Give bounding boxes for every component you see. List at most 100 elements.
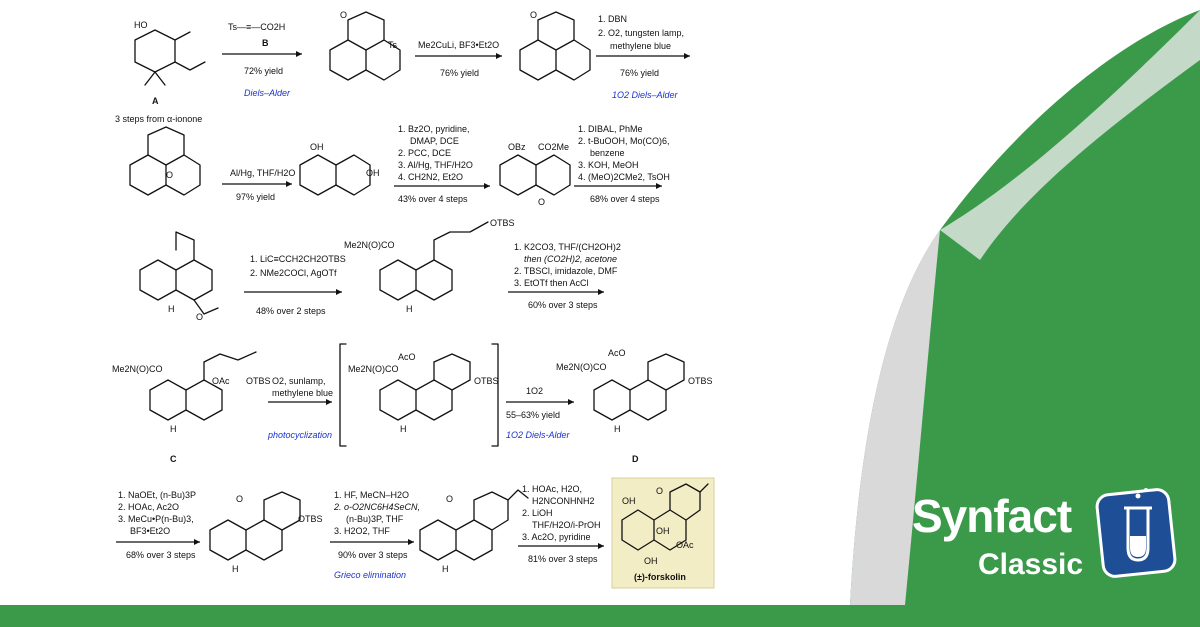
reagent-line: 1O2 [526,386,543,396]
label-oh: OH [366,168,380,178]
reagent-line: 1. LiC≡CCH2CH2OTBS [250,254,346,264]
arrow-head [484,183,490,189]
reagent-line: methylene blue [610,41,671,51]
reagent-line: 2. o-O2NC6H4SeCN, [333,502,420,512]
label-oh: OH [622,496,636,506]
step-1-3: 1. DBN 2. O2, tungsten lamp, methylene b… [596,14,690,100]
label-otbs: OTBS [298,514,323,524]
label-oh: OH [656,526,670,536]
label-aco: AcO [608,348,626,358]
yield: 55–63% yield [506,410,560,420]
label-oac: OAc [212,376,230,386]
step-4-1: O2, sunlamp, methylene blue photocycliza… [267,376,333,440]
reagent-line: B [262,38,269,48]
reagent-line: THF/H2O/i-PrOH [532,520,601,530]
yield: 81% over 3 steps [528,554,598,564]
step-1-1: Ts—≡—CO2H B 72% yield Diels–Alder [222,22,302,98]
compound-lactone-methyl: O [519,10,591,81]
label-h: H [170,424,177,434]
step-3-1: 1. LiC≡CCH2CH2OTBS 2. NMe2COCl, AgOTf 48… [244,254,346,316]
compound-endoperoxide: O [129,126,201,196]
arrow-head [296,51,302,57]
arrow-head [598,543,604,549]
label-aco: AcO [398,352,416,362]
step-2-1: Al/Hg, THF/H2O 97% yield [222,168,295,202]
reagent-line: 1. NaOEt, (n-Bu)3P [118,490,196,500]
reaction-note: 1O2 Diels-Alder [506,430,571,440]
arrow-head [598,289,604,295]
compound-label-a: A [152,96,159,106]
arrow-head [326,399,332,405]
label-o: O [446,494,453,504]
reaction-note: photocyclization [267,430,332,440]
test-tube-icon [1124,488,1152,562]
label-h: H [400,424,407,434]
yield: 68% over 3 steps [126,550,196,560]
reagent-line: 2. LiOH [522,508,553,518]
reagent-line: 1. DBN [598,14,627,24]
label-o: O [236,494,243,504]
label-co2me: CO2Me [538,142,569,152]
reagent-line: 3. Ac2O, pyridine [522,532,591,542]
label-otbs: OTBS [688,376,713,386]
reagent-line: Me2CuLi, BF3•Et2O [418,40,499,50]
arrow-head [194,539,200,545]
reagent-line: 1. K2CO3, THF/(CH2OH)2 [514,242,621,252]
intermediate-bracket: AcO Me2N(O)CO OTBS H [339,343,499,447]
yield: 97% yield [236,192,275,202]
step-3-2: 1. K2CO3, THF/(CH2OH)2 then (CO2H)2, ace… [508,242,621,310]
arrow-head [656,183,662,189]
reagent-line: 3. Al/Hg, THF/H2O [398,160,473,170]
brand-name: Synfact [912,490,1072,542]
label-o: O [656,486,663,496]
reagent-line: 3. H2O2, THF [334,526,390,536]
label-ho: HO [134,20,148,30]
compound-label-d: D [632,454,639,464]
product-label: (±)-forskolin [634,572,686,582]
compound-a: HO A 3 steps from α-ionone [115,20,206,124]
yield: 43% over 4 steps [398,194,468,204]
page-curl [850,230,940,605]
compound-diketone-otbs: OTBS O H [209,491,323,574]
label-me2nocoo: Me2N(O)CO [112,364,163,374]
arrow-head [336,289,342,295]
arrow-head [408,539,414,545]
compound-diol: OH OH [299,142,380,196]
compound-enone-ester: OBz CO2Me O [499,142,571,207]
step-1-2: Me2CuLi, BF3•Et2O 76% yield [415,40,502,78]
yield: 90% over 3 steps [338,550,408,560]
reagent-line: 2. TBSCl, imidazole, DMF [514,266,618,276]
reagent-line: 1. Bz2O, pyridine, [398,124,470,134]
arrow-head [568,399,574,405]
label-otbs: OTBS [474,376,499,386]
flask-badge [1095,488,1177,578]
reagent-line: H2NCONHNH2 [532,496,595,506]
reagent-line: 1. HF, MeCN–H2O [334,490,409,500]
arrow-head [684,53,690,59]
reagent-line: 1. HOAc, H2O, [522,484,582,494]
reagent-line: 3. KOH, MeOH [578,160,639,170]
compound-ynone-carbamate: Me2N(O)CO OTBS H [344,218,515,314]
compound-vinyl-diketone: O H [419,489,529,574]
label-h: H [168,304,175,314]
page-curl-shadow [940,10,1200,260]
label-oac: OAc [676,540,694,550]
label-h: H [614,424,621,434]
yield: 60% over 3 steps [528,300,598,310]
step-2-2: 1. Bz2O, pyridine, DMAP, DCE 2. PCC, DCE… [394,124,490,204]
compound-acetonide-lactone: H O [139,231,219,322]
reaction-note: Grieco elimination [334,570,406,580]
compound-d: AcO Me2N(O)CO OTBS H D [556,348,713,464]
yield: 76% yield [440,68,479,78]
reagent-line: 4. CH2N2, Et2O [398,172,463,182]
label-obz: OBz [508,142,526,152]
reagent-line: 4. (MeO)2CMe2, TsOH [578,172,670,182]
brand-subtitle: Classic [978,548,1083,581]
reagent-line: 2. HOAc, Ac2O [118,502,179,512]
step-5-2: 1. HF, MeCN–H2O 2. o-O2NC6H4SeCN, (n-Bu)… [330,490,420,580]
label-oh: OH [310,142,324,152]
paper-sheet [0,0,1200,605]
reagent-line: Ts—≡—CO2H [228,22,285,32]
reagent-line: Al/Hg, THF/H2O [230,168,295,178]
